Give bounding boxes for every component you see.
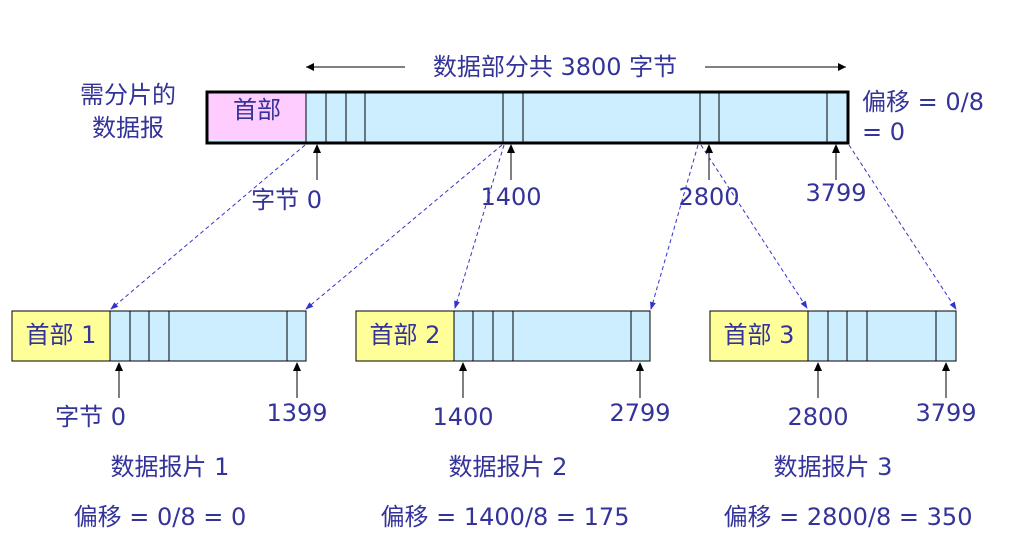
fragment-1: 首部 1 [11, 310, 307, 362]
fragment-2-offset: 偏移 = 1400/8 = 175 [381, 503, 630, 531]
fragment-1-end: 1399 [266, 399, 327, 427]
fragment-3-offset: 偏移 = 2800/8 = 350 [724, 503, 973, 531]
fragment-1-name: 数据报片 1 [111, 453, 230, 481]
fragment-pointer-arrows [118, 364, 947, 398]
original-header-label: 首部 [233, 96, 281, 124]
original-header-block [208, 93, 306, 140]
original-mark-3799: 3799 [805, 179, 866, 207]
fragment-3-header: 首部 3 [724, 321, 795, 349]
fragment-2-name: 数据报片 2 [449, 453, 568, 481]
fragment-mapping-lines [110, 144, 957, 310]
fragment-3-name: 数据报片 3 [774, 453, 893, 481]
fragment-2-end: 2799 [609, 399, 670, 427]
original-mark-2800: 2800 [678, 183, 739, 211]
fragment-3-start: 2800 [787, 403, 848, 431]
arrowhead-right-icon [838, 63, 846, 71]
arrowhead-left-icon [306, 63, 314, 71]
original-label-line1: 需分片的 [80, 81, 176, 109]
original-offset-line2: = 0 [862, 118, 905, 146]
fragment-2-header: 首部 2 [370, 321, 441, 349]
data-length-title: 数据部分共 3800 字节 [433, 53, 677, 81]
original-byte-0: 字节 0 [251, 186, 322, 214]
original-offset-line1: 偏移 = 0/8 [862, 88, 984, 116]
fragment-1-header: 首部 1 [26, 321, 97, 349]
fragment-1-offset: 偏移 = 0/8 = 0 [74, 503, 247, 531]
fragment-2-start: 1400 [432, 403, 493, 431]
fragment-3-end: 3799 [915, 399, 976, 427]
original-label-line2: 数据报 [92, 114, 164, 142]
original-datagram: 首部 [205, 90, 850, 145]
fragment-1-start: 字节 0 [55, 403, 126, 431]
byte-pointer-arrows [316, 145, 837, 180]
original-mark-1400: 1400 [480, 183, 541, 211]
fragment-3: 首部 3 [709, 310, 957, 362]
fragment-2: 首部 2 [355, 310, 651, 362]
